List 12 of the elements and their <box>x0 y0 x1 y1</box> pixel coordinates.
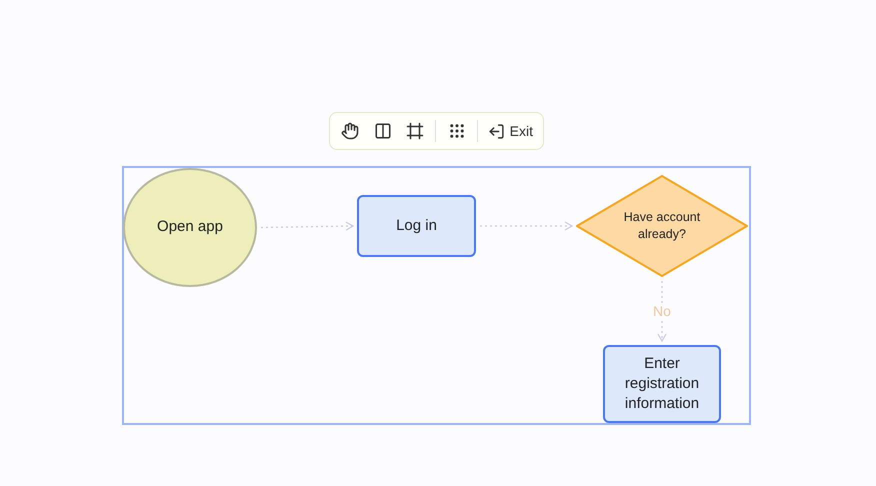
node-text: Enter registration information <box>624 354 700 414</box>
process-box <box>357 195 476 257</box>
node-text: Open app <box>156 217 224 238</box>
edge-label: No <box>651 303 673 319</box>
exit-button: Exit <box>484 122 537 140</box>
node-text: Log in <box>395 216 438 236</box>
arrow <box>657 281 667 342</box>
decision-diamond <box>576 175 748 277</box>
arrow <box>480 221 573 231</box>
process-box <box>603 345 721 423</box>
arrow <box>260 222 354 231</box>
node-text: Have account already? <box>622 209 702 243</box>
